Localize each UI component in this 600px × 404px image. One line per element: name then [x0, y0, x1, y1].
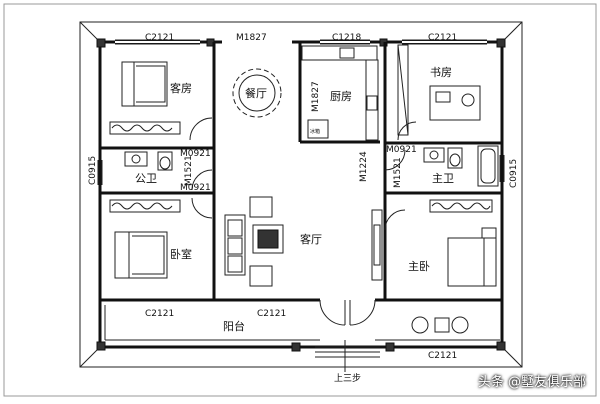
dining-chairs: [232, 68, 282, 118]
living-sofa: [224, 214, 246, 276]
label-c2121-bottom-right: C2121: [428, 351, 457, 361]
guest-wardrobe: [109, 121, 181, 135]
label-m0921-guest: M0921: [180, 149, 211, 159]
master-bathtub: [477, 145, 499, 187]
label-c1218-top: C1218: [332, 33, 361, 43]
column-tl: [96, 38, 106, 48]
door-public-bath: [191, 169, 213, 191]
master-toilet: [447, 147, 463, 169]
study-shelf: [397, 44, 409, 136]
door-master: [384, 209, 406, 231]
master-nightstand: [481, 227, 497, 239]
room-dining-room: 餐厅: [245, 86, 267, 100]
room-public-bath: 公卫: [135, 172, 157, 185]
label-m0921-master-bath: M0921: [386, 145, 417, 155]
master-chair-right: [451, 316, 469, 334]
roof-outline: [79, 21, 523, 368]
master-sink: [423, 147, 445, 163]
room-guest-room: 客房: [170, 81, 192, 95]
label-m1521-bath: M1521: [184, 155, 194, 186]
room-study: 书房: [430, 66, 452, 79]
door-bedroom: [191, 197, 213, 219]
door-front-right: [349, 299, 376, 326]
room-balcony: 阳台: [223, 319, 245, 333]
column-br: [496, 341, 506, 351]
label-m1827-kitchen: M1827: [311, 81, 321, 112]
fridge: [307, 119, 329, 139]
dining-table: [238, 74, 276, 112]
label-fridge: 冰箱: [310, 128, 320, 135]
door-guest: [189, 117, 213, 141]
kitchen-counter-right: [365, 59, 379, 141]
room-master-bedroom: 主卧: [408, 260, 430, 273]
tv-cabinet: [371, 209, 383, 281]
room-kitchen: 厨房: [330, 90, 352, 103]
label-c0915-left: C0915: [88, 156, 98, 185]
column-bl: [96, 341, 106, 351]
label-m1224: M1224: [359, 151, 369, 182]
label-steps: 上三步: [334, 373, 361, 384]
study-chair: [461, 93, 475, 107]
door-front-left: [319, 299, 346, 326]
label-m1521-master: M1521: [393, 157, 403, 188]
label-c2121-bottom-mid: C2121: [257, 309, 286, 319]
room-living-room: 客厅: [300, 232, 322, 246]
bedroom-wardrobe: [109, 199, 181, 213]
master-chair-left: [411, 316, 429, 334]
column-step-left: [291, 342, 301, 352]
room-bedroom: 卧室: [170, 247, 192, 261]
door-study: [397, 121, 417, 141]
label-c0915-right: C0915: [509, 159, 519, 188]
watermark: 头条 @墅友俱乐部: [477, 375, 586, 390]
master-wardrobe: [429, 199, 493, 213]
label-c2121-top-right: C2121: [428, 33, 457, 43]
master-side-table: [434, 317, 450, 333]
label-c2121-bottom-left: C2121: [145, 309, 174, 319]
column-step-right: [385, 342, 395, 352]
door-master-bath: [384, 149, 406, 171]
label-m1827-top: M1827: [236, 33, 267, 43]
public-sink: [124, 151, 148, 167]
label-m0921-bedroom: M0921: [180, 183, 211, 193]
public-toilet: [157, 151, 173, 171]
room-master-bath: 主卫: [432, 172, 454, 185]
armchair-bottom: [249, 265, 273, 287]
armchair-top: [249, 196, 273, 218]
column-tr: [496, 38, 506, 48]
label-c2121-top-left: C2121: [145, 33, 174, 43]
